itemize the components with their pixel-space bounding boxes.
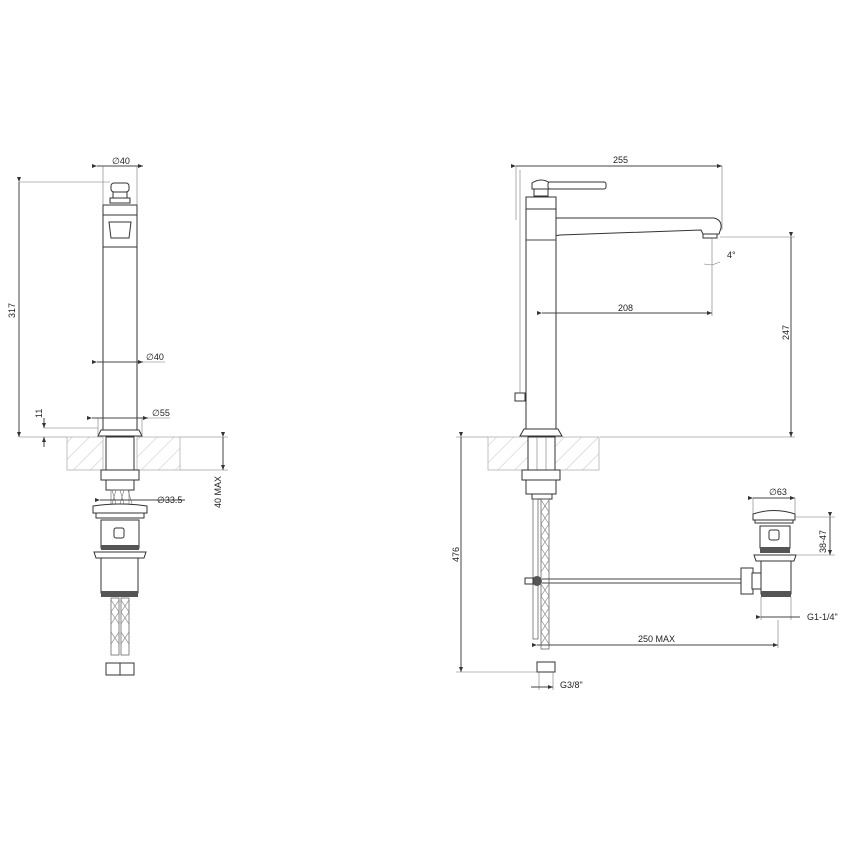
side-body-column xyxy=(525,208,557,430)
pop-up-waste xyxy=(740,510,797,597)
dim-waste-range: 38-47 xyxy=(818,530,828,553)
side-view: 255 4° 208 247 476 ∅63 38-47 G1-1/4" xyxy=(451,155,838,690)
front-deck-right xyxy=(136,436,181,471)
popup-rod-knob xyxy=(514,392,526,402)
side-deck-right xyxy=(554,436,600,471)
dim-overall-height: 317 xyxy=(7,303,17,318)
dim-rod-length: 250 MAX xyxy=(638,634,675,644)
dim-base-diameter: ∅55 xyxy=(152,408,170,418)
side-flexible-hoses xyxy=(532,498,556,673)
dim-total-height: 476 xyxy=(451,547,461,562)
dim-waste-diameter: ∅63 xyxy=(769,487,787,497)
dim-spout-angle: 4° xyxy=(727,250,736,260)
front-view: ∅40 317 ∅40 ∅55 11 40 MAX ∅33.5 xyxy=(7,156,228,676)
dim-spout-height: 247 xyxy=(781,325,791,340)
dim-max-deck: 40 MAX xyxy=(213,476,223,508)
side-aerator xyxy=(702,233,718,239)
side-lever-handle xyxy=(531,179,607,197)
front-fixing-nut xyxy=(100,469,140,481)
side-deck-left xyxy=(487,436,529,471)
dim-waste-thread: G1-1/4" xyxy=(807,612,838,622)
dim-base-height: 11 xyxy=(34,409,44,418)
dim-overall-projection: 255 xyxy=(613,155,628,165)
linkage-clip xyxy=(532,576,542,586)
dim-body-diameter: ∅40 xyxy=(146,352,164,362)
dim-hose-connection: G3/8" xyxy=(560,680,583,690)
front-body-column xyxy=(102,246,138,431)
dim-spout-reach: 208 xyxy=(618,303,633,313)
dim-top-diameter: ∅40 xyxy=(112,156,130,166)
side-spout xyxy=(543,217,722,237)
dim-shank-diameter: ∅33.5 xyxy=(157,495,182,505)
front-base-flange xyxy=(97,429,143,437)
front-deck-left xyxy=(66,436,104,471)
front-waste-cap xyxy=(92,503,148,514)
front-flexible-hoses xyxy=(105,597,135,676)
front-cartridge-cap xyxy=(102,204,138,216)
front-handle-knob xyxy=(109,182,131,204)
